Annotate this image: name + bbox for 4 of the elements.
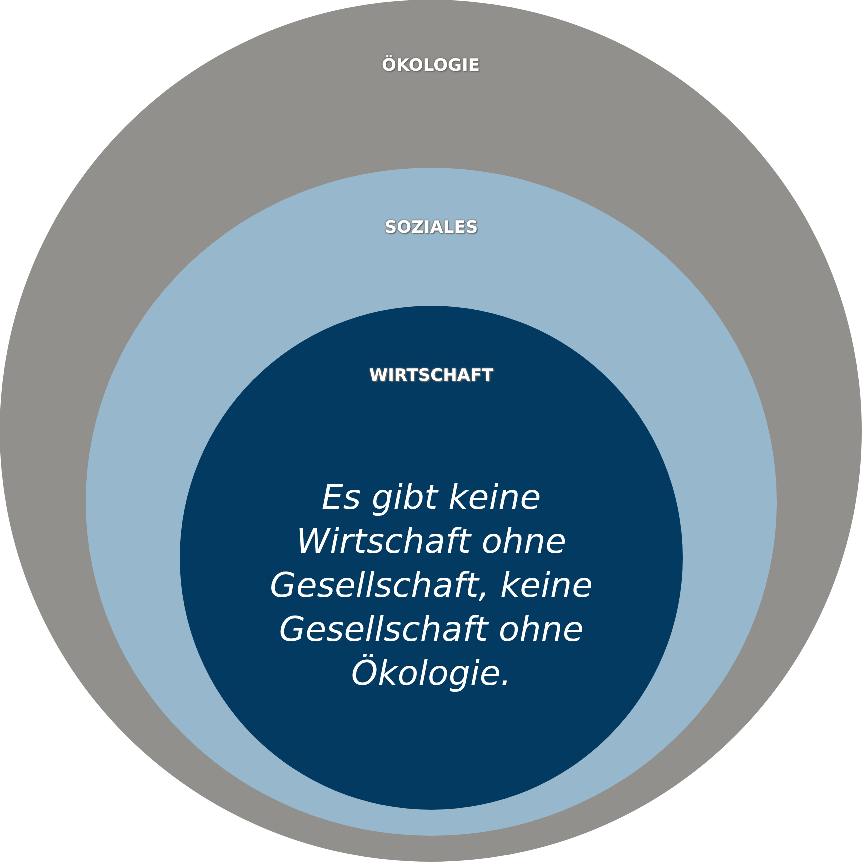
circle-label: SOZIALES	[384, 218, 478, 238]
quote-text: Es gibt keine Wirtschaft ohne Gesellschaft, keine Gesellschaft ohne Ökologie.	[268, 477, 594, 696]
circle-label: ÖKOLOGIE	[382, 56, 480, 76]
circle-label: WIRTSCHAFT	[369, 366, 494, 386]
